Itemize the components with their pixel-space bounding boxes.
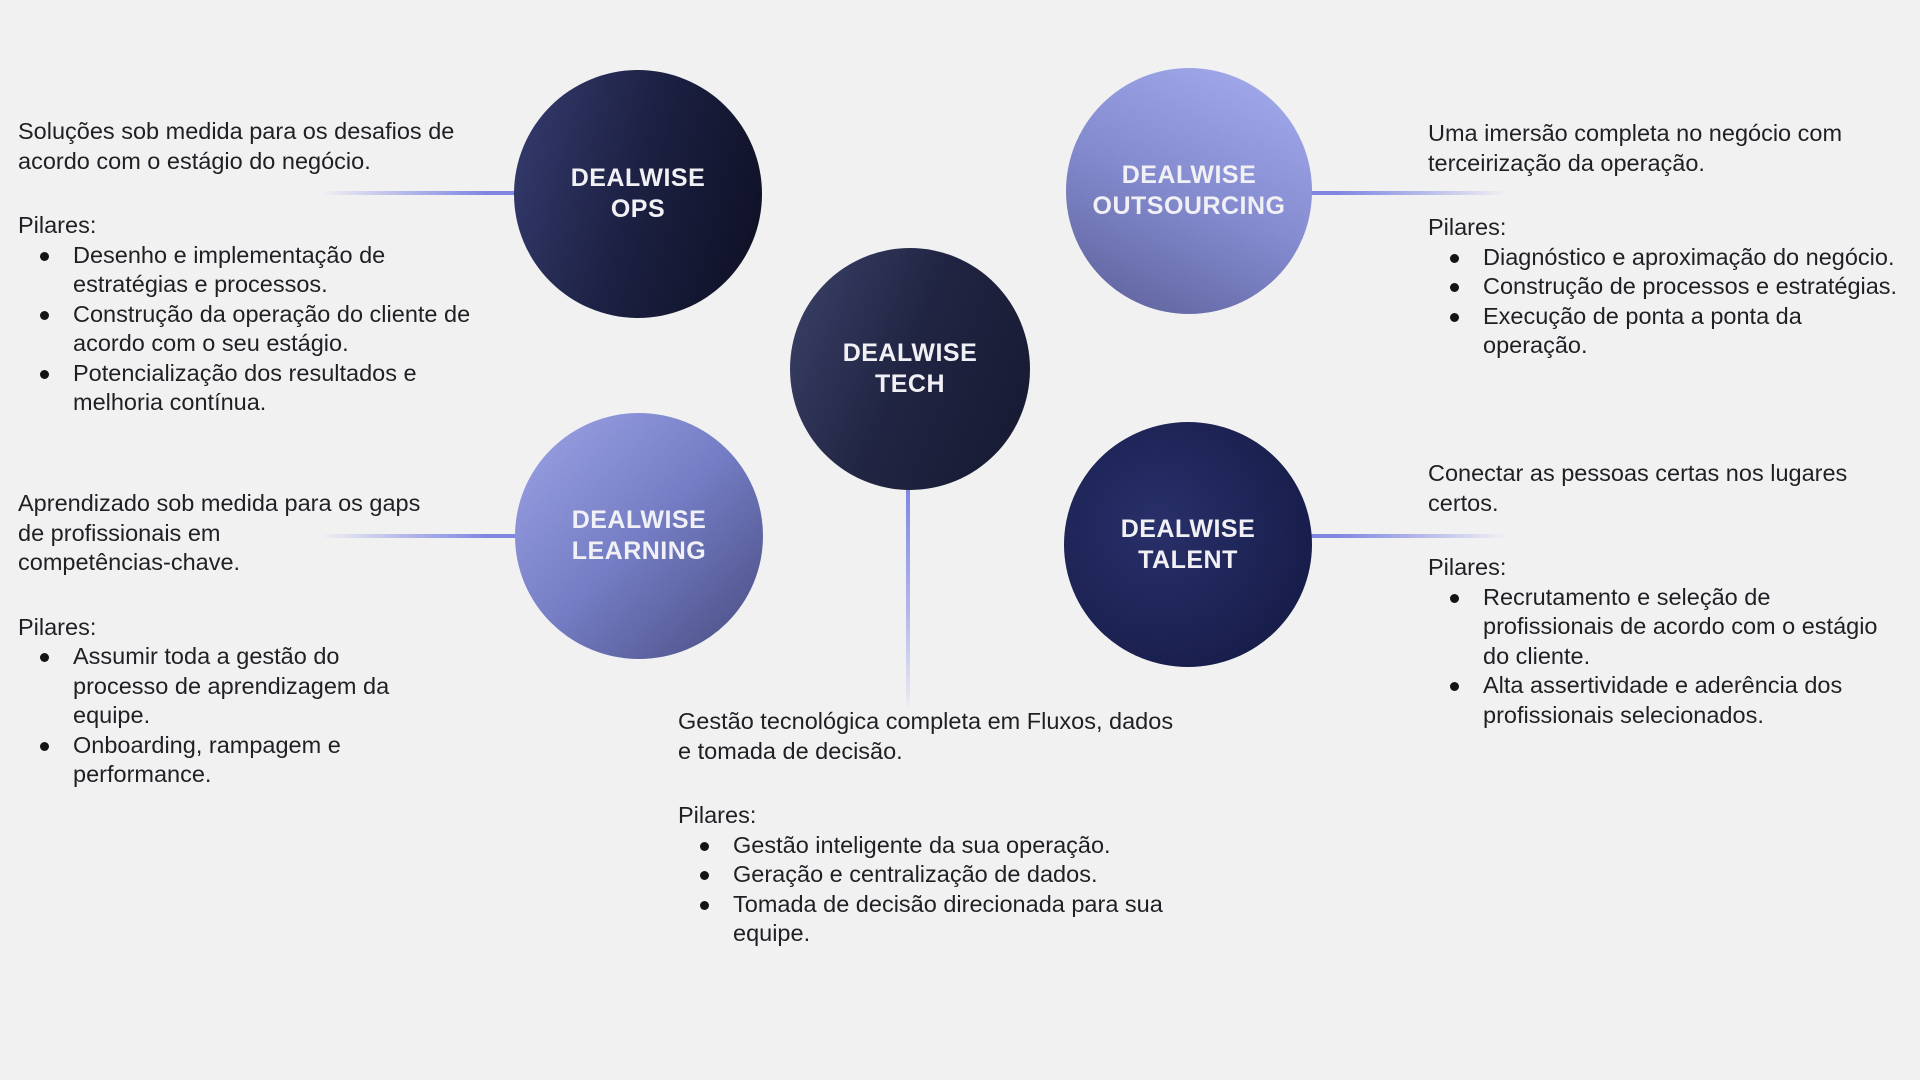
pillar-text: Alta assertividade e aderência dos profi… bbox=[1483, 672, 1843, 728]
outsourcing-pillars-label: Pilares: bbox=[1428, 214, 1507, 240]
outsourcing-pillar-item: Diagnóstico e aproximação do negócio. bbox=[1428, 243, 1920, 273]
pillar-text: Geração e centralização de dados. bbox=[733, 861, 1098, 887]
learning-description-block: Aprendizado sob medida para os gaps de p… bbox=[18, 489, 518, 790]
tech-pillar-item: Geração e centralização de dados. bbox=[678, 860, 1218, 890]
talent-pillars-label: Pilares: bbox=[1428, 554, 1507, 580]
node-title-tech: DEALWISE TECH bbox=[842, 339, 978, 398]
outsourcing-description-block: Uma imersão completa no negócio com terc… bbox=[1428, 119, 1920, 361]
connector-outsourcing bbox=[1306, 191, 1508, 195]
bullet-icon bbox=[40, 369, 49, 379]
bullet-icon bbox=[700, 900, 709, 910]
connector-tech bbox=[906, 486, 910, 712]
bullet-icon bbox=[40, 310, 49, 320]
talent-description-block: Conectar as pessoas certas nos lugares c… bbox=[1428, 459, 1920, 730]
tech-pillar-item: Gestão inteligente da sua operação. bbox=[678, 831, 1218, 861]
pillar-text: Potencialização dos resultados e melhori… bbox=[73, 359, 417, 416]
bullet-icon bbox=[700, 841, 709, 851]
bullet-icon bbox=[40, 653, 49, 662]
learning-pillar-item: Onboarding, rampagem e performance. bbox=[18, 731, 518, 790]
tech-description-block: Gestão tecnológica completa em Fluxos, d… bbox=[678, 707, 1218, 949]
talent-pillars-list: Recrutamento e seleção de profissionais … bbox=[1428, 583, 1920, 731]
pillar-text: Construção da operação do cliente de aco… bbox=[73, 300, 471, 357]
learning-pillars-list: Assumir toda a gestão do processo de apr… bbox=[18, 642, 518, 790]
bullet-icon bbox=[1450, 593, 1459, 603]
outsourcing-intro: Uma imersão completa no negócio com terc… bbox=[1428, 120, 1843, 176]
talent-intro: Conectar as pessoas certas nos lugares c… bbox=[1428, 460, 1848, 516]
node-dealwise-tech: DEALWISE TECH bbox=[790, 248, 1030, 490]
ops-intro: Soluções sob medida para os desafios de … bbox=[18, 118, 455, 174]
node-dealwise-outsourcing: DEALWISE OUTSOURCING bbox=[1066, 68, 1312, 314]
learning-pillar-item: Assumir toda a gestão do processo de apr… bbox=[18, 642, 518, 731]
node-dealwise-talent: DEALWISE TALENT bbox=[1064, 422, 1312, 667]
ops-pillar-item: Construção da operação do cliente de aco… bbox=[18, 300, 518, 359]
tech-pillars-label: Pilares: bbox=[678, 802, 757, 828]
pillar-text: Tomada de decisão direcionada para sua e… bbox=[733, 890, 1163, 947]
pillar-text: Diagnóstico e aproximação do negócio. bbox=[1483, 243, 1895, 270]
learning-pillars-label: Pilares: bbox=[18, 613, 97, 640]
tech-pillar-item: Tomada de decisão direcionada para sua e… bbox=[678, 890, 1218, 949]
talent-pillar-item: Recrutamento e seleção de profissionais … bbox=[1428, 583, 1920, 672]
node-title-talent: DEALWISE TALENT bbox=[1120, 514, 1256, 574]
bullet-icon bbox=[40, 741, 49, 751]
tech-pillars-list: Gestão inteligente da sua operação. Gera… bbox=[678, 831, 1218, 949]
node-dealwise-learning: DEALWISE LEARNING bbox=[515, 413, 763, 659]
outsourcing-pillars-list: Diagnóstico e aproximação do negócio. Co… bbox=[1428, 243, 1920, 361]
bullet-icon bbox=[700, 871, 709, 880]
ops-pillars-label: Pilares: bbox=[18, 212, 97, 238]
pillar-text: Execução de ponta a ponta da operação. bbox=[1483, 302, 1802, 359]
ops-pillar-item: Potencialização dos resultados e melhori… bbox=[18, 359, 518, 418]
bullet-icon bbox=[1450, 253, 1459, 263]
tech-intro: Gestão tecnológica completa em Fluxos, d… bbox=[678, 708, 1174, 764]
pillar-text: Desenho e implementação de estratégias e… bbox=[73, 241, 386, 298]
connector-ops bbox=[320, 191, 516, 195]
node-title-outsourcing: DEALWISE OUTSOURCING bbox=[1092, 161, 1286, 220]
node-dealwise-ops: DEALWISE OPS bbox=[514, 70, 762, 318]
pillar-text: Onboarding, rampagem e performance. bbox=[73, 731, 341, 788]
bullet-icon bbox=[1450, 283, 1459, 292]
ops-pillar-item: Desenho e implementação de estratégias e… bbox=[18, 241, 518, 300]
outsourcing-pillar-item: Construção de processos e estratégias. bbox=[1428, 272, 1920, 302]
pillar-text: Construção de processos e estratégias. bbox=[1483, 273, 1898, 299]
bullet-icon bbox=[1450, 682, 1459, 691]
bullet-icon bbox=[1450, 312, 1459, 322]
ops-pillars-list: Desenho e implementação de estratégias e… bbox=[18, 241, 518, 418]
ops-description-block: Soluções sob medida para os desafios de … bbox=[18, 117, 518, 418]
connector-learning bbox=[320, 534, 516, 538]
bullet-icon bbox=[40, 251, 49, 261]
connector-talent bbox=[1306, 534, 1508, 538]
node-title-learning: DEALWISE LEARNING bbox=[571, 506, 707, 565]
learning-intro: Aprendizado sob medida para os gaps de p… bbox=[18, 490, 421, 575]
pillar-text: Assumir toda a gestão do processo de apr… bbox=[73, 643, 390, 728]
node-title-ops: DEALWISE OPS bbox=[570, 164, 706, 223]
talent-pillar-item: Alta assertividade e aderência dos profi… bbox=[1428, 671, 1920, 730]
outsourcing-pillar-item: Execução de ponta a ponta da operação. bbox=[1428, 302, 1920, 361]
pillar-text: Gestão inteligente da sua operação. bbox=[733, 831, 1111, 858]
pillar-text: Recrutamento e seleção de profissionais … bbox=[1483, 583, 1878, 669]
